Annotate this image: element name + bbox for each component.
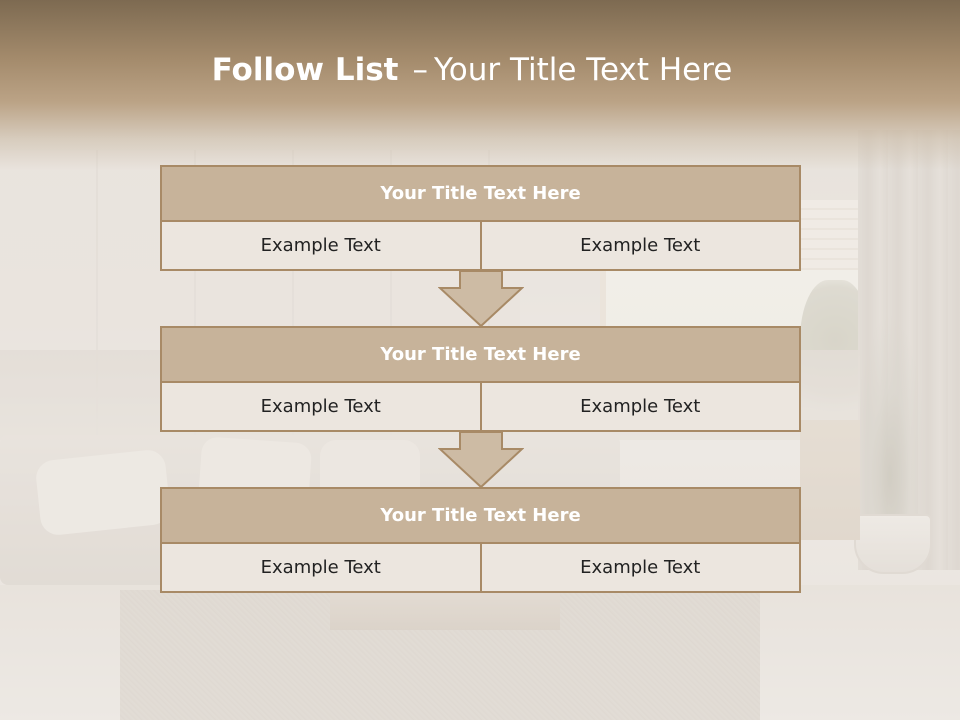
- flow-step-2: Your Title Text Here Example Text Exampl…: [160, 326, 801, 432]
- flow-step-row: Example Text Example Text: [160, 383, 801, 432]
- flow-step-cell-right: Example Text: [481, 222, 801, 271]
- flow-step-header: Your Title Text Here: [160, 326, 801, 383]
- flow-step-cell-left: Example Text: [160, 544, 482, 593]
- flow-step-row: Example Text Example Text: [160, 222, 801, 271]
- down-arrow-icon: [438, 431, 524, 489]
- bg-coffee-table: [330, 590, 560, 630]
- slide-title-separator: –: [412, 52, 428, 88]
- flow-step-1: Your Title Text Here Example Text Exampl…: [160, 165, 801, 271]
- flow-step-header: Your Title Text Here: [160, 487, 801, 544]
- slide-title-bold: Follow List: [211, 52, 399, 88]
- flow-step-3: Your Title Text Here Example Text Exampl…: [160, 487, 801, 593]
- flow-step-cell-right: Example Text: [481, 544, 801, 593]
- bg-plant: [850, 300, 930, 520]
- flow-step-cell-left: Example Text: [160, 383, 482, 432]
- flow-step-header: Your Title Text Here: [160, 165, 801, 222]
- bg-plant-pot: [854, 514, 932, 574]
- down-arrow-icon: [438, 270, 524, 328]
- title-band: [0, 0, 960, 170]
- flow-step-cell-right: Example Text: [481, 383, 801, 432]
- slide-title-rest: Your Title Text Here: [433, 52, 733, 88]
- bg-side-table: [800, 420, 860, 540]
- flow-step-cell-left: Example Text: [160, 222, 482, 271]
- slide-title: Follow List–Your Title Text Here: [0, 52, 944, 88]
- flow-step-row: Example Text Example Text: [160, 544, 801, 593]
